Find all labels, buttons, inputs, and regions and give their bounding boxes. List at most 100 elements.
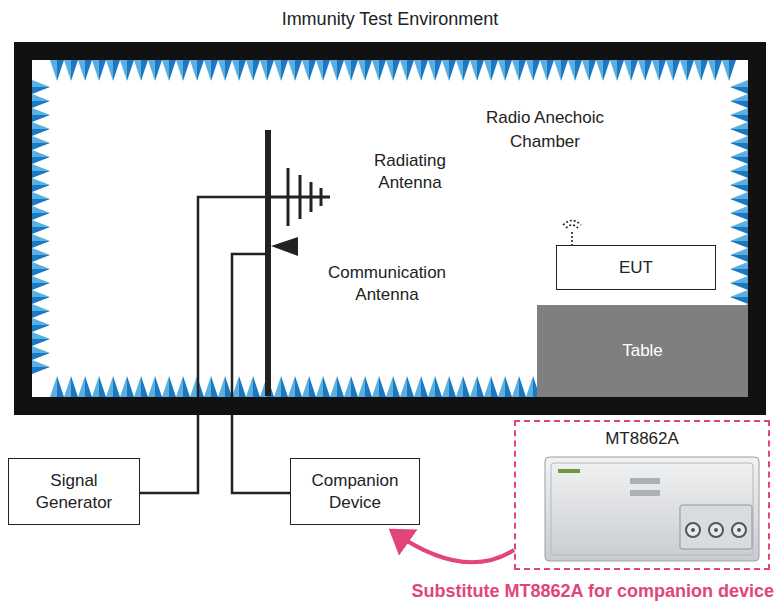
chamber-box: Radio Anechoic ChamberEUTTable (14, 42, 766, 415)
absorber-cone (596, 60, 603, 81)
absorber-cone (323, 60, 330, 81)
absorber-cone (730, 297, 748, 304)
absorber-cone (197, 60, 204, 81)
instrument-frame: MT8862A (514, 420, 770, 570)
cable (140, 197, 268, 493)
cable (232, 254, 290, 493)
absorber-cone (344, 60, 351, 81)
generator-box: Signal Generator (8, 458, 140, 525)
absorber-cone (204, 60, 211, 81)
absorber-cone (505, 60, 512, 81)
absorber-cone (316, 376, 323, 397)
absorber-cone (148, 376, 155, 397)
absorber-cone (730, 192, 748, 199)
absorber-cone (239, 60, 246, 81)
absorber-cone (32, 360, 50, 367)
absorber-cone (491, 376, 498, 397)
absorber-cone (92, 376, 99, 397)
absorber-cone (435, 376, 442, 397)
absorber-cone (673, 60, 680, 81)
communication-antenna (271, 237, 298, 256)
absorber-cone (274, 60, 281, 81)
absorber-cone (407, 376, 414, 397)
absorber-cone (526, 60, 533, 81)
absorber-cone (449, 376, 456, 397)
absorber-cone (32, 122, 50, 129)
absorber-cone (730, 80, 748, 87)
absorber-cone (85, 60, 92, 81)
absorber-cone (730, 129, 748, 136)
absorber-cone (246, 60, 253, 81)
absorber-cone (64, 376, 71, 397)
absorber-cone (631, 60, 638, 81)
companion-box: Companion Device (290, 458, 420, 525)
absorber-cone (204, 376, 211, 397)
absorber-cone (32, 94, 50, 101)
absorber-cone (309, 60, 316, 81)
absorber-cone (730, 206, 748, 213)
absorber-cone (730, 227, 748, 234)
absorber-cone (730, 115, 748, 122)
absorber-cone (32, 101, 50, 108)
absorber-cone (225, 60, 232, 81)
absorber-cone (92, 60, 99, 81)
absorber-cone (393, 60, 400, 81)
absorber-cone (211, 60, 218, 81)
absorber-cone (407, 60, 414, 81)
absorber-cone (386, 376, 393, 397)
edge-label: Substitute MT8862A for companion device (412, 580, 774, 602)
absorber-cone (435, 60, 442, 81)
absorber-cone (414, 60, 421, 81)
absorber-cone (365, 376, 372, 397)
absorber-cone (729, 60, 736, 81)
absorber-cone (730, 248, 748, 255)
absorber-cone (730, 262, 748, 269)
absorber-cone (155, 376, 162, 397)
absorber-cone (323, 376, 330, 397)
absorber-cone (218, 60, 225, 81)
absorber-cone (183, 60, 190, 81)
substitution-arrow (392, 531, 514, 562)
absorber-cone (99, 60, 106, 81)
absorber-cone (57, 376, 64, 397)
absorber-cone (32, 318, 50, 325)
absorber-cone (730, 241, 748, 248)
node-label: Signal Generator (29, 470, 119, 514)
absorber-cone (421, 376, 428, 397)
absorber-cone (694, 60, 701, 81)
absorber-cone (50, 376, 57, 397)
absorber-cone (85, 376, 92, 397)
absorber-cone (730, 269, 748, 276)
absorber-cone (253, 60, 260, 81)
absorber-cone (141, 60, 148, 81)
absorber-cone (484, 376, 491, 397)
absorber-cone (730, 234, 748, 241)
absorber-cone (183, 376, 190, 397)
node-label: MT8862A (516, 428, 768, 450)
absorber-cone (730, 213, 748, 220)
absorber-cone (561, 60, 568, 81)
absorber-cone (302, 60, 309, 81)
absorber-cone (141, 376, 148, 397)
absorber-cone (190, 60, 197, 81)
absorber-cone (32, 192, 50, 199)
absorber-cone (295, 376, 302, 397)
absorber-cone (113, 60, 120, 81)
absorber-cone (715, 60, 722, 81)
absorber-cone (106, 376, 113, 397)
absorber-cone (288, 60, 295, 81)
absorber-cone (519, 376, 526, 397)
absorber-cone (603, 60, 610, 81)
absorber-cone (32, 115, 50, 122)
absorber-cone (148, 60, 155, 81)
absorber-cone (730, 220, 748, 227)
absorber-cone (337, 376, 344, 397)
absorber-cone (547, 60, 554, 81)
absorber-cone (386, 60, 393, 81)
absorber-cone (687, 60, 694, 81)
absorber-cone (32, 80, 50, 87)
eut-box: EUT (556, 245, 716, 290)
absorber-cone (57, 60, 64, 81)
absorber-cone (730, 255, 748, 262)
absorber-cone (730, 290, 748, 297)
